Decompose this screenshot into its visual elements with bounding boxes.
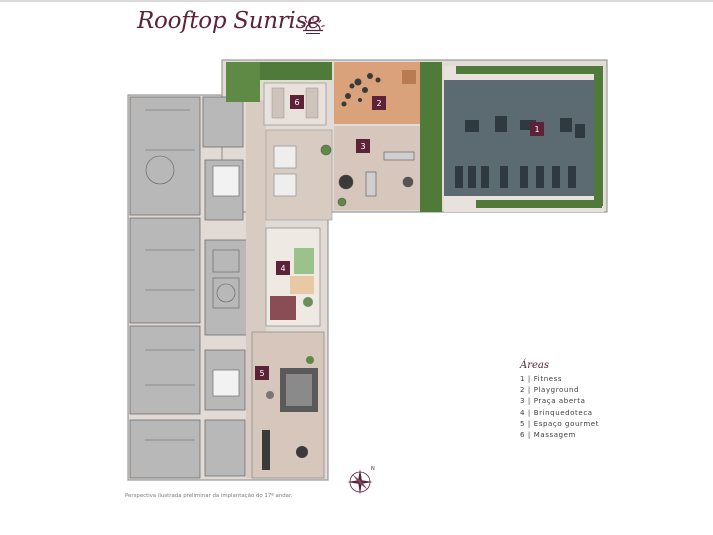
legend-item: 1 | Fitness (520, 375, 563, 383)
legend-item: 3 | Praça aberta (520, 397, 586, 406)
gourmet-details (262, 356, 318, 470)
planter-center (420, 62, 442, 212)
sunrise-icon (301, 17, 325, 34)
top-rule (0, 0, 713, 2)
massage-beds (271, 87, 319, 119)
marker-2: 2 (376, 99, 381, 108)
plan-caption: Perspectiva ilustrada preliminar da impl… (125, 493, 293, 499)
service-wing (129, 96, 248, 479)
wall-details (145, 109, 240, 441)
elevator-core (212, 165, 240, 397)
planter-gym-east (594, 66, 603, 206)
gym-equipment (455, 116, 585, 188)
area-markers (255, 95, 544, 380)
skylights (273, 145, 297, 197)
planter-gym-south (476, 200, 602, 208)
marker-5: 5 (259, 369, 264, 378)
planter-west (226, 62, 260, 102)
planter-gym-north (456, 66, 596, 74)
playground-stones (341, 73, 381, 107)
area-praca-aberta (334, 126, 420, 210)
play-structure (402, 70, 416, 84)
legend-item: 4 | Brinquedoteca (520, 408, 593, 417)
marker-3: 3 (360, 142, 365, 151)
legend-item: 5 | Espaço gourmet (520, 419, 600, 428)
marker-1: 1 (534, 125, 539, 134)
marker-4: 4 (280, 264, 285, 273)
plaza-furniture (320, 144, 415, 207)
toy-room-details (270, 248, 314, 320)
marker-6: 6 (294, 98, 299, 107)
areas-legend: Áreas 1 | Fitness 2 | Playground 3 | Pra… (520, 360, 599, 441)
legend-item: 2 | Playground (520, 386, 580, 395)
legend-item: 6 | Massagem (520, 431, 576, 440)
page-title: Rooftop Sunrise (137, 8, 321, 34)
compass-rose-icon: N (347, 466, 375, 495)
legend-title: Áreas (520, 360, 550, 371)
compass-north-label: N (371, 466, 375, 472)
